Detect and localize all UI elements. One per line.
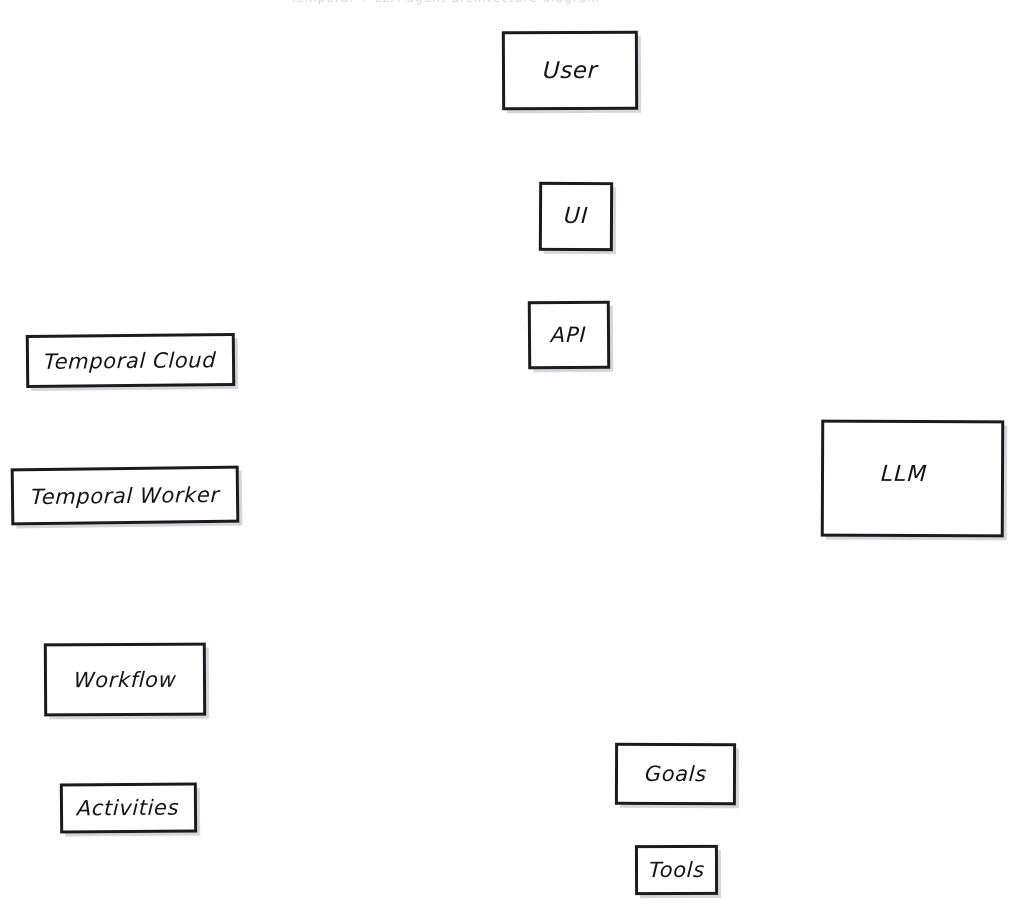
node-goals-label: Goals [643,761,708,787]
node-tools-label: Tools [648,857,705,883]
node-ui[interactable]: UI [538,181,614,252]
node-api[interactable]: API [527,300,611,370]
node-llm-label: LLM [880,461,929,488]
node-temporal-worker[interactable]: Temporal Worker [10,465,240,526]
node-goals[interactable]: Goals [614,742,737,806]
node-tools[interactable]: Tools [634,844,719,896]
node-temporal-cloud[interactable]: Temporal Cloud [25,332,236,389]
node-user[interactable]: User [501,30,639,111]
node-llm[interactable]: LLM [820,419,1005,538]
node-activities[interactable]: Activities [59,782,198,834]
node-activities-label: Activities [76,795,181,821]
node-workflow-label: Workflow [73,667,177,692]
node-ui-label: UI [562,203,590,230]
node-workflow[interactable]: Workflow [43,642,207,717]
node-user-label: User [541,57,599,84]
node-temporal-cloud-label: Temporal Cloud [43,347,218,374]
node-api-label: API [550,322,588,348]
clipped-header-text: Temporal + LLM agent architecture diagra… [290,0,760,5]
node-temporal-worker-label: Temporal Worker [30,482,220,509]
